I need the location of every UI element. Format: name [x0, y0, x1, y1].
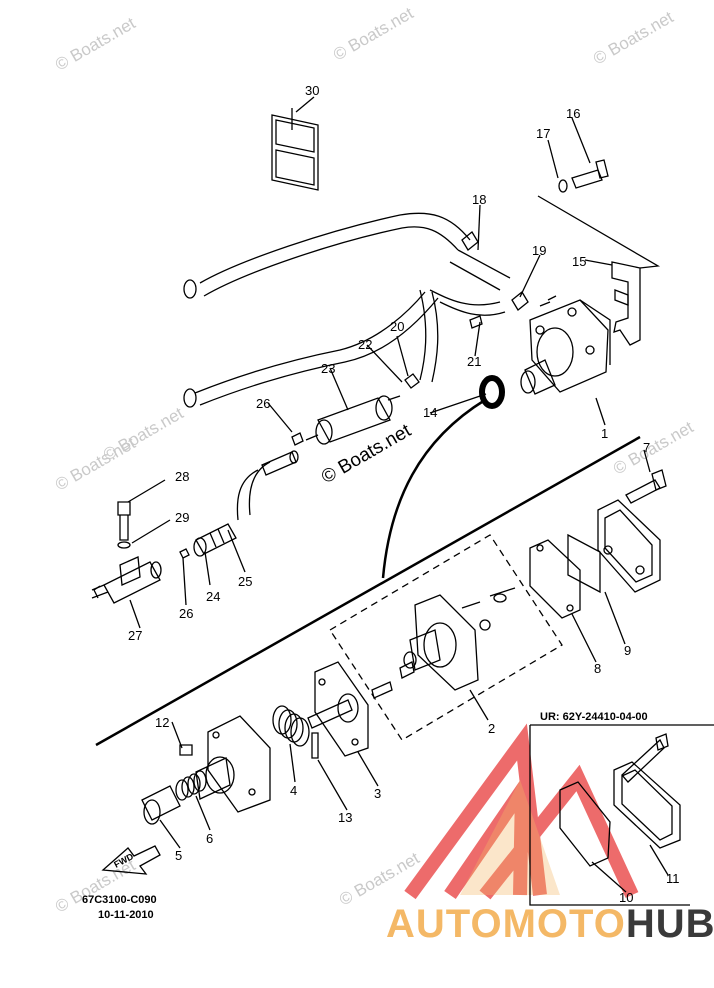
callout-23: 23 [321, 361, 335, 376]
callout-22: 22 [358, 337, 372, 352]
callout-20: 20 [390, 319, 404, 334]
callout-6: 6 [206, 831, 213, 846]
callout-4: 4 [290, 783, 297, 798]
callout-10: 10 [619, 890, 633, 905]
callout-11: 11 [666, 871, 680, 886]
callout-7: 7 [643, 440, 650, 455]
fwd-arrow-icon [101, 845, 161, 875]
diagram-date: 10-11-2010 [98, 909, 154, 921]
callout-8: 8 [594, 661, 601, 676]
brand-wordmark: AUTOMOTOHUB [386, 902, 714, 947]
callout-28: 28 [175, 469, 189, 484]
callout-26-b: 26 [179, 606, 193, 621]
callout-2: 2 [488, 721, 495, 736]
callout-3: 3 [374, 786, 381, 801]
callout-9: 9 [624, 643, 631, 658]
callout-13: 13 [338, 810, 352, 825]
fwd-label: FWD [112, 851, 135, 870]
callout-17: 17 [536, 126, 550, 141]
label-tag-part [271, 108, 319, 191]
callout-27: 27 [128, 628, 142, 643]
callout-25: 25 [238, 574, 252, 589]
callout-26: 26 [256, 396, 270, 411]
fuel-pump-part [520, 295, 611, 395]
diagram-code: 67C3100-C090 [82, 894, 157, 906]
fuel-joint-part [91, 556, 162, 604]
spring-part [272, 705, 310, 747]
callout-24: 24 [206, 589, 220, 604]
brand-wordmark-part1: AUTOMOTO [386, 902, 626, 946]
section-divider-line [95, 435, 641, 747]
bracket-part [537, 195, 661, 346]
callout-21: 21 [467, 354, 481, 369]
o-ring-part [479, 375, 505, 409]
callout-5: 5 [175, 848, 182, 863]
callout-29: 29 [175, 510, 189, 525]
callout-14: 14 [423, 405, 437, 420]
callout-30: 30 [305, 83, 319, 98]
brand-wordmark-part2: HUB [625, 902, 714, 946]
inset-part-number: UR: 62Y-24410-04-00 [540, 711, 648, 723]
callout-12: 12 [155, 715, 169, 730]
callout-18: 18 [472, 192, 486, 207]
fuel-filter-part [305, 395, 401, 445]
callout-15: 15 [572, 254, 586, 269]
callout-16: 16 [566, 106, 580, 121]
callout-19: 19 [532, 243, 546, 258]
callout-1: 1 [601, 426, 608, 441]
